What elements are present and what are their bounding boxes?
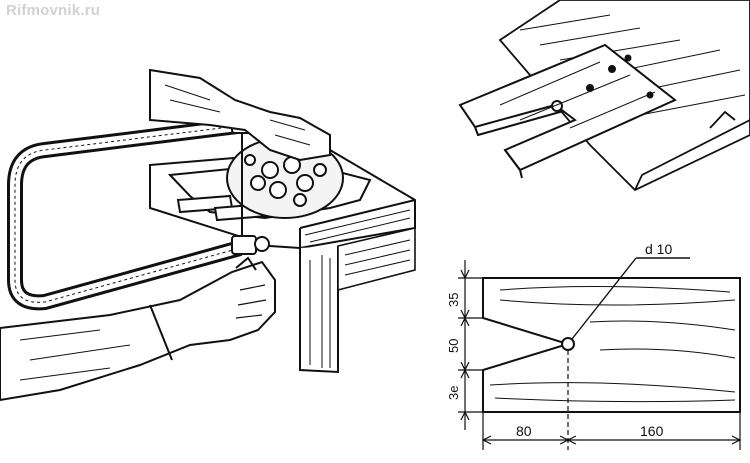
hole-diameter-label: d 10 (645, 241, 672, 257)
watermark-text: Rifmovnik.ru (6, 2, 101, 19)
dimension-left: 80 (516, 423, 532, 439)
dimension-middle: 50 (446, 339, 461, 353)
table-leg (299, 246, 339, 374)
dimension-bottom: 3е (446, 386, 461, 400)
dimension-right: 160 (640, 423, 664, 439)
upper-hand-and-sleeve (149, 68, 331, 162)
table-front-apron (337, 226, 416, 292)
lower-hand-and-sleeve (0, 256, 276, 402)
v-notch-board-plan (482, 277, 741, 413)
v-notch-board-3d (458, 43, 677, 179)
dimension-top: 35 (446, 293, 461, 307)
vertical-dimension-lines (458, 260, 483, 430)
jigsaw-frame (6, 117, 246, 311)
horizontal-dimension-lines (481, 350, 742, 450)
hole-leader (571, 257, 690, 340)
hole-circle (561, 337, 575, 351)
